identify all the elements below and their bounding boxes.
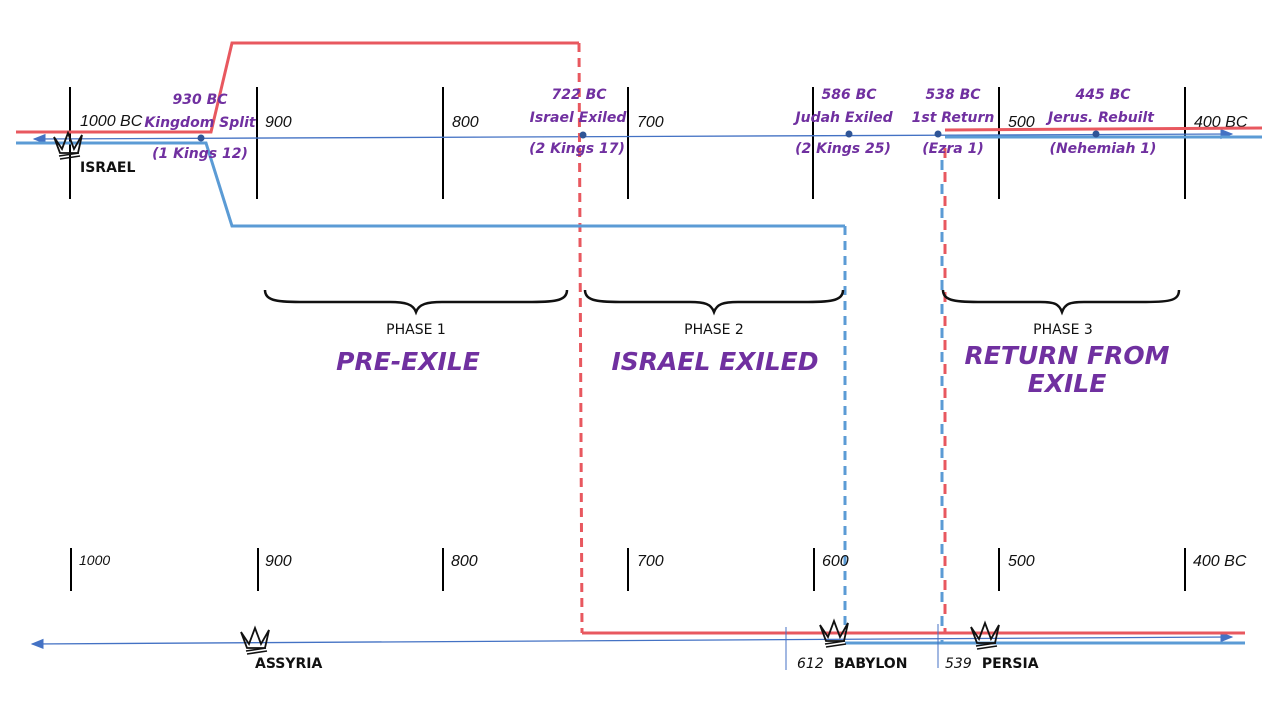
israel-label: ISRAEL: [80, 160, 135, 176]
bottom-axis-line[interactable]: [30, 631, 1234, 650]
event-722-date: 722 BC: [551, 87, 607, 103]
top-axis-line[interactable]: [32, 128, 1234, 145]
event-930-title: Kingdom Split: [144, 115, 256, 131]
bottom-tick-label-1000: 1000: [79, 552, 110, 568]
babylon-label: BABYLON: [834, 656, 908, 672]
event-538: 538 BC 1st Return (Ezra 1): [912, 87, 995, 157]
event-445-ref: (Nehemiah 1): [1050, 141, 1157, 157]
bottom-tick-label-700: 700: [637, 553, 664, 570]
persia-label-group: 539 PERSIA: [945, 653, 1039, 672]
event-930-ref: (1 Kings 12): [152, 146, 248, 162]
bottom-tick-label-900: 900: [265, 553, 292, 570]
top-timeline: 1000 BC 900 800 700 500 400 BC ISRAEL 93…: [16, 41, 1263, 643]
event-445-date: 445 BC: [1074, 87, 1131, 103]
event-586: 586 BC Judah Exiled (2 Kings 25): [792, 87, 893, 157]
event-dot-722[interactable]: [579, 131, 587, 139]
phase-1-number: PHASE 1: [386, 322, 446, 338]
phase-1-brace: [263, 289, 569, 316]
bottom-tick-label-500: 500: [1008, 553, 1035, 570]
phase-3-title-line-2: EXILE: [1028, 369, 1107, 398]
top-tick-label-700: 700: [637, 114, 664, 131]
phase-3-brace: [941, 289, 1181, 316]
event-930: 930 BC Kingdom Split (1 Kings 12): [144, 92, 256, 162]
bottom-ticks: [70, 548, 1186, 591]
top-tick-label-900: 900: [265, 114, 292, 131]
phase-2-brace: [583, 289, 845, 316]
event-dot-538[interactable]: [934, 130, 942, 138]
israel-exile-dashed-line: [577, 42, 584, 634]
assyria-label: ASSYRIA: [255, 656, 322, 672]
top-tick-label-500: 500: [1008, 114, 1035, 131]
event-538-date: 538 BC: [925, 87, 981, 103]
phase-1-title: PRE-EXILE: [336, 347, 480, 376]
event-930-date: 930 BC: [172, 92, 228, 108]
babylon-year: 612: [797, 656, 824, 672]
top-tick-label-1000: 1000 BC: [80, 113, 143, 130]
event-dot-445[interactable]: [1092, 130, 1100, 138]
top-ticks: [69, 87, 1186, 199]
event-538-ref: (Ezra 1): [922, 141, 983, 157]
event-538-title: 1st Return: [912, 110, 995, 126]
judah-kingdom-line: [16, 141, 845, 228]
event-dot-930[interactable]: [197, 134, 205, 142]
event-722-ref: (2 Kings 17): [529, 141, 625, 157]
event-445: 445 BC Jerus. Rebuilt (Nehemiah 1): [1045, 87, 1156, 157]
event-722: 722 BC Israel Exiled (2 Kings 17): [529, 87, 627, 157]
israel-kingdom-line: [16, 41, 579, 134]
event-586-title: Judah Exiled: [792, 110, 893, 126]
top-tick-label-800: 800: [452, 114, 479, 131]
phase-2-number: PHASE 2: [684, 322, 744, 338]
babylon-label-group: 612 BABYLON: [797, 653, 907, 672]
persia-year: 539: [945, 656, 972, 672]
persia-label: PERSIA: [982, 656, 1039, 672]
bottom-tick-label-400: 400 BC: [1193, 553, 1247, 570]
israel-crown-icon: [53, 132, 83, 160]
bottom-tick-label-800: 800: [451, 553, 478, 570]
event-722-title: Israel Exiled: [530, 110, 628, 126]
event-586-date: 586 BC: [821, 87, 877, 103]
phase-3-number: PHASE 3: [1033, 322, 1093, 338]
phases: PHASE 1 PRE-EXILE PHASE 2 ISRAEL EXILED …: [263, 289, 1181, 398]
event-586-ref: (2 Kings 25): [795, 141, 891, 157]
bottom-tick-label-600: 600: [822, 553, 849, 570]
event-dot-586[interactable]: [845, 130, 853, 138]
persia-crown-icon: [970, 622, 1000, 650]
return-red-line: [944, 126, 1263, 132]
assyria-crown-icon: [240, 627, 270, 655]
phase-3-title-line-1: RETURN FROM: [964, 341, 1169, 370]
phase-2-title: ISRAEL EXILED: [611, 347, 818, 376]
event-445-title: Jerus. Rebuilt: [1045, 110, 1155, 126]
bottom-timeline: 1000 900 800 700 600 500 400 BC ASSYRIA …: [30, 548, 1247, 672]
